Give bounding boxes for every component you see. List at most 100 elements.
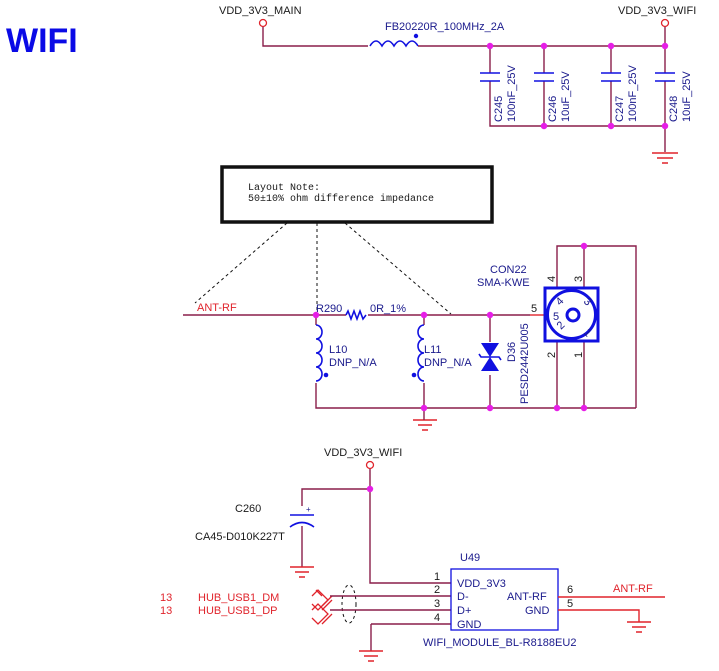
pin-number: 4 <box>434 612 440 624</box>
pin-number: 3 <box>434 598 440 610</box>
polarity-dot-icon <box>411 372 417 378</box>
capacitor-C246: C246 10uF_25V <box>534 46 572 126</box>
net-label-vdd-wifi: VDD_3V3_WIFI <box>618 5 696 17</box>
note-line-2: 50±10% ohm difference impedance <box>248 193 434 205</box>
power-filter-section: VDD_3V3_MAIN FB20220R_100MHz_2A VDD_3V3_… <box>219 5 696 164</box>
cap-ref: C245 <box>493 96 505 122</box>
inductor-icon <box>417 324 425 382</box>
power-port-icon <box>660 18 670 28</box>
module-ref: U49 <box>460 552 480 564</box>
resistor-icon <box>345 308 367 322</box>
cap-value: 10uF_25V <box>681 71 693 122</box>
pin-number: 1 <box>434 571 440 583</box>
page-title: WIFI <box>6 22 78 60</box>
wifi-module-section: VDD_3V3_WIFI + C260 CA45-D010K227T 13 HU… <box>160 447 665 662</box>
junction-dot <box>540 42 548 50</box>
pin-number: 3 <box>573 276 585 282</box>
cap-ref: C248 <box>668 96 680 122</box>
inductor-icon <box>315 324 323 382</box>
capacitor-icon <box>480 72 500 82</box>
sheet-ref: 13 <box>160 592 172 604</box>
capacitor-C248: C248 10uF_25V <box>655 46 693 152</box>
net-label-ant-rf: ANT-RF <box>613 583 653 595</box>
junction-dot <box>420 311 428 319</box>
ground-icon <box>413 419 437 431</box>
cap-value: 100nF_25V <box>627 64 639 122</box>
pin-number: 5 <box>531 303 537 315</box>
pin-number: 1 <box>573 352 585 358</box>
capacitor-icon <box>601 72 621 82</box>
pin-name: GND <box>525 605 550 617</box>
pin-number: 2 <box>546 352 558 358</box>
polarity-dot-icon <box>323 372 329 378</box>
junction-dot <box>580 242 588 250</box>
capacitor-C247: C247 100nF_25V <box>601 46 639 126</box>
note-box <box>220 165 494 224</box>
inductor-value: DNP_N/A <box>329 357 377 369</box>
capacitor-C245: C245 100nF_25V <box>480 46 665 127</box>
ground-icon <box>359 650 383 662</box>
pin-number: 5 <box>567 598 573 610</box>
ground-icon <box>627 621 651 633</box>
cap-ref: C247 <box>614 96 626 122</box>
module-part: WIFI_MODULE_BL-R8188EU2 <box>423 637 576 649</box>
wire <box>262 27 368 47</box>
capacitor-icon <box>655 72 675 82</box>
cap-ref: C260 <box>235 503 261 515</box>
pin-name: ANT-RF <box>507 591 547 603</box>
junction-dot <box>540 122 548 130</box>
polarity-dot-icon <box>413 33 419 39</box>
pin-name: D+ <box>457 605 471 617</box>
diode-ref: D36 <box>506 342 518 362</box>
cap-ref: C246 <box>547 96 559 122</box>
diff-pair-marker <box>341 584 357 624</box>
pin-number: 6 <box>567 584 573 596</box>
polarized-capacitor-icon: + <box>289 505 315 528</box>
net-label-vdd-wifi: VDD_3V3_WIFI <box>324 447 402 459</box>
net-label-ant-rf: ANT-RF <box>197 302 237 314</box>
junction-dot <box>661 42 669 50</box>
pin-name: VDD_3V3 <box>457 578 506 590</box>
sma-connector-icon: 5 4 3 2 1 <box>543 286 600 343</box>
junction-dot <box>420 404 428 412</box>
pin-number: 4 <box>546 276 558 282</box>
module-body <box>450 568 559 631</box>
inductor-ref: L11 <box>424 344 442 356</box>
junction-dot <box>486 311 494 319</box>
svg-text:+: + <box>306 505 311 514</box>
sheet-ref: 13 <box>160 605 172 617</box>
junction-dot <box>553 404 561 412</box>
net-label-vdd-main: VDD_3V3_MAIN <box>219 5 302 17</box>
junction-dot <box>486 404 494 412</box>
cap-value: CA45-D010K227T <box>195 531 285 543</box>
capacitor-icon <box>534 72 554 82</box>
layout-note: Layout Note: 50±10% ohm difference imped… <box>194 165 494 315</box>
connector-value: SMA-KWE <box>477 277 530 289</box>
junction-dot <box>661 122 669 130</box>
ferrite-bead-icon <box>369 40 419 48</box>
pin-name: GND <box>457 619 482 631</box>
inductor-ref: L10 <box>329 344 347 356</box>
cap-value: 100nF_25V <box>506 64 518 122</box>
resistor-value: 0R_1% <box>370 303 406 315</box>
net-label-usb-dm: HUB_USB1_DM <box>198 592 279 604</box>
pin-number: 2 <box>434 584 440 596</box>
note-line-1: Layout Note: <box>248 183 320 194</box>
inductor-value: DNP_N/A <box>424 357 472 369</box>
svg-text:5: 5 <box>553 311 559 323</box>
junction-dot <box>580 404 588 412</box>
junction-dot <box>607 122 615 130</box>
junction-dot <box>366 485 374 493</box>
junction-dot <box>486 42 494 50</box>
rf-section: ANT-RF R290 0R_1% L10 DNP_N/A L11 DNP_N/… <box>183 242 637 431</box>
junction-dot <box>312 311 320 319</box>
ferrite-label: FB20220R_100MHz_2A <box>385 21 505 33</box>
ground-icon <box>652 152 678 164</box>
power-port-icon <box>365 460 375 470</box>
leader-line <box>344 222 452 315</box>
power-port-icon <box>258 18 268 28</box>
leader-line <box>194 222 288 304</box>
net-label-usb-dp: HUB_USB1_DP <box>198 605 277 617</box>
junction-dot <box>607 42 615 50</box>
